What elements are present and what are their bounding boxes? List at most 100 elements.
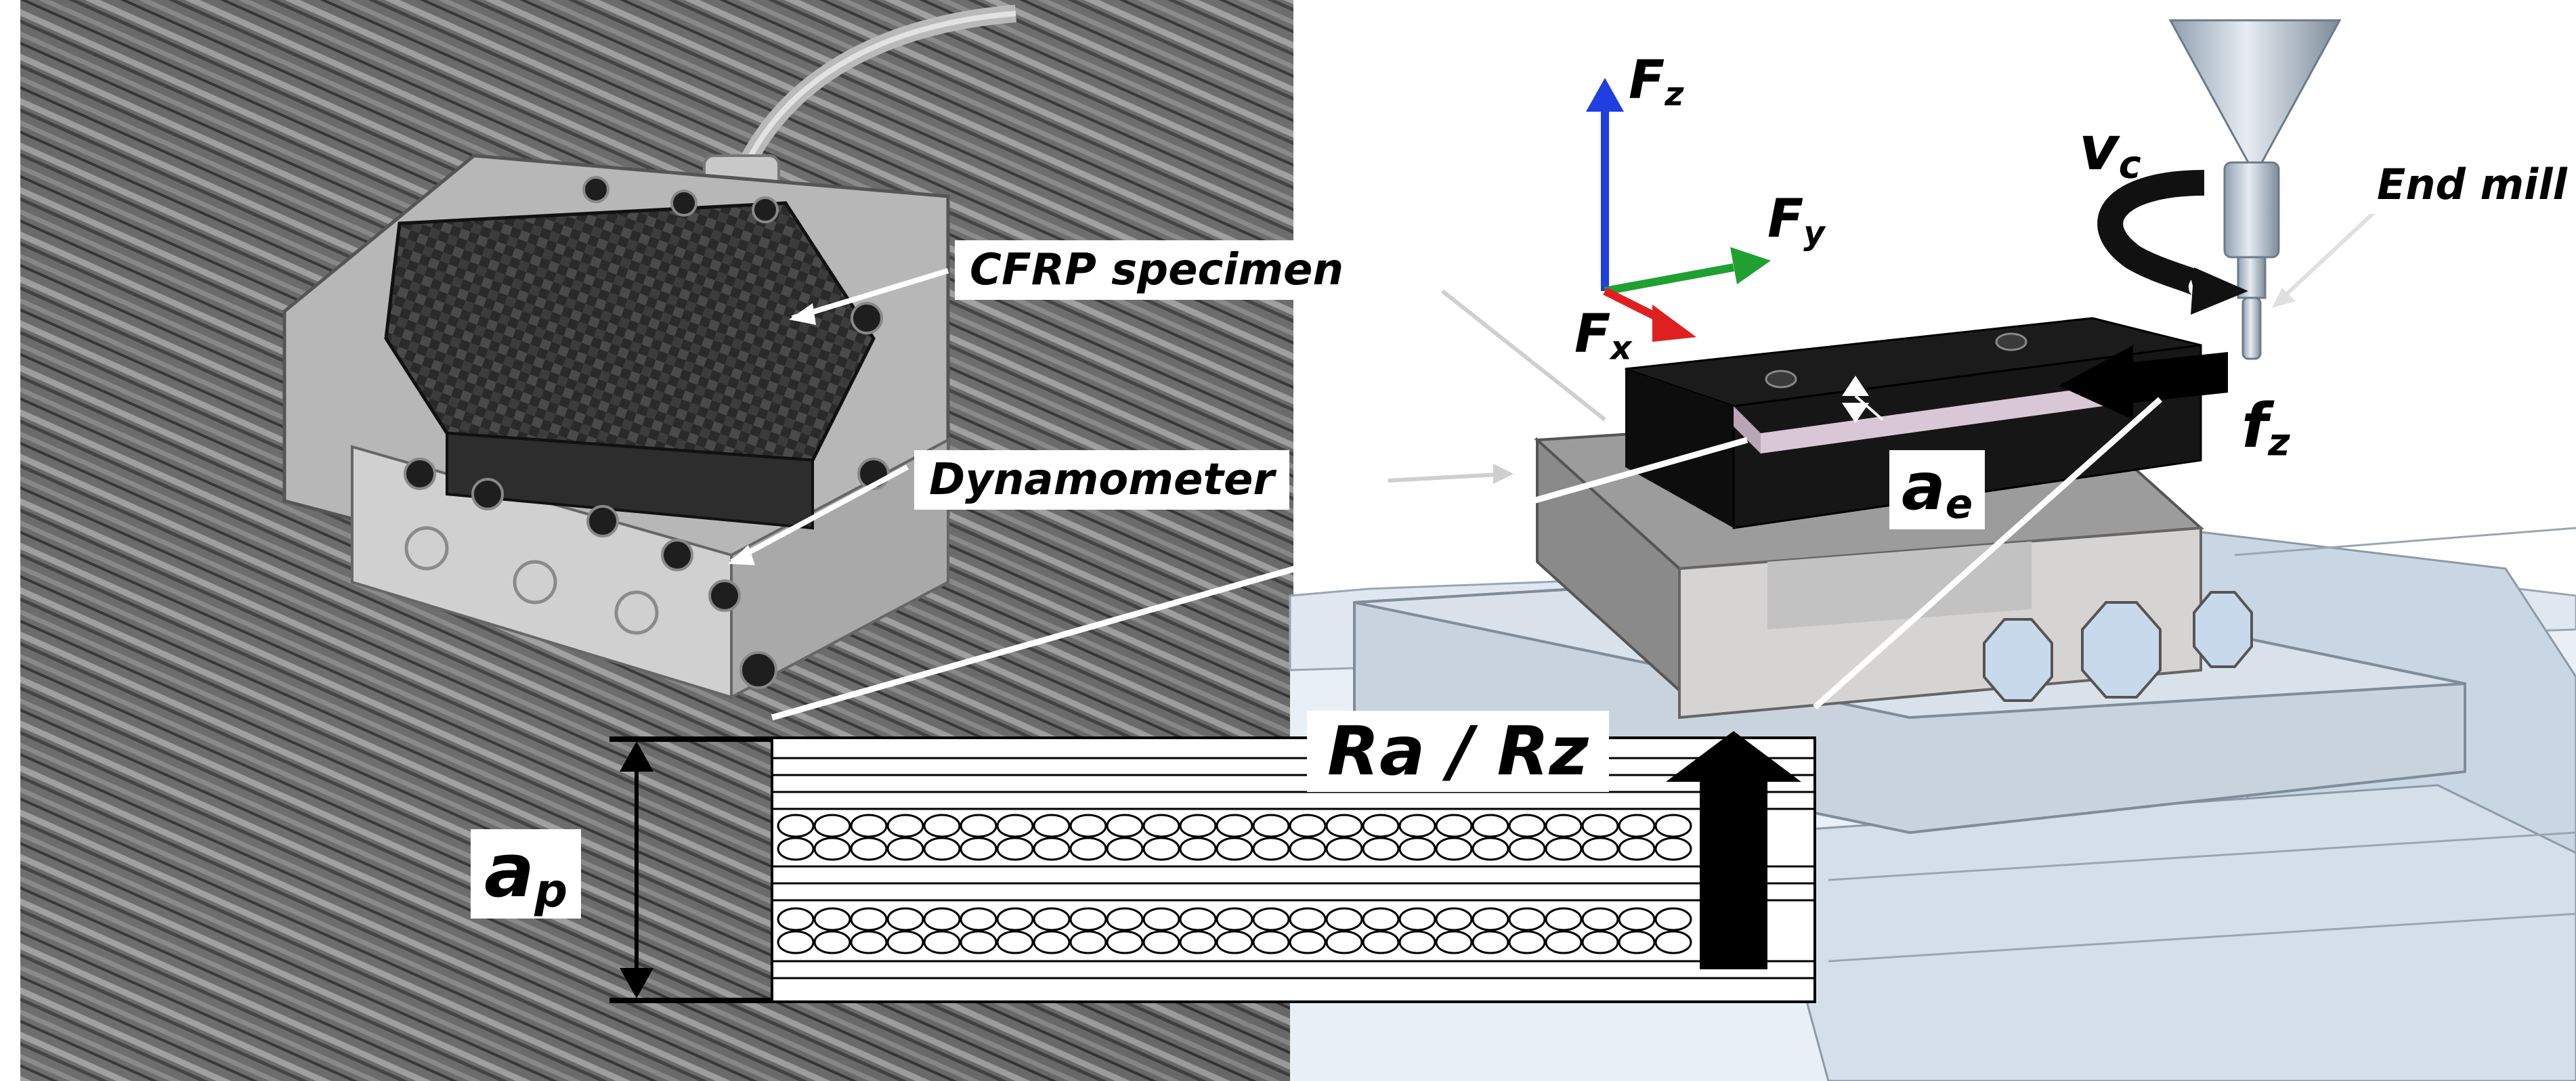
fibre-ellipse bbox=[1252, 837, 1290, 861]
fibre-ellipse bbox=[1618, 907, 1656, 931]
fibre-ellipse bbox=[1142, 907, 1180, 931]
feed-per-tooth-label: fz bbox=[2241, 391, 2290, 465]
fibre-ellipse bbox=[1472, 814, 1509, 838]
fibre-ellipse bbox=[1069, 837, 1107, 861]
fibre-ellipse bbox=[777, 907, 815, 931]
cfrp-specimen-label: CFRP specimen bbox=[955, 240, 1358, 300]
end-mill-label: End mill bbox=[2363, 156, 2576, 214]
photo-panel bbox=[20, 0, 1293, 1081]
fibre-ellipse bbox=[1362, 814, 1400, 838]
fibre-ellipse bbox=[1581, 814, 1619, 838]
fibre-ellipse bbox=[1581, 907, 1619, 931]
fibre-ellipse bbox=[1398, 907, 1436, 931]
fibre-ellipse bbox=[886, 930, 924, 954]
fibre-ellipse bbox=[1654, 907, 1692, 931]
fibre-ellipse bbox=[996, 814, 1034, 838]
fibre-ellipse bbox=[923, 907, 961, 931]
fibre-ellipse bbox=[1289, 837, 1327, 861]
fibre-ellipse bbox=[1362, 837, 1400, 861]
fibre-ellipse bbox=[813, 837, 851, 861]
fibre-ellipse bbox=[1179, 907, 1217, 931]
fibre-ellipse bbox=[1508, 907, 1546, 931]
fibre-ellipse bbox=[1472, 837, 1509, 861]
fibre-ellipse bbox=[1618, 837, 1656, 861]
cross-section-inset bbox=[771, 731, 1816, 1003]
fibre-ellipse bbox=[1142, 814, 1180, 838]
fibre-ellipse bbox=[1618, 814, 1656, 838]
fibre-ellipse bbox=[1106, 930, 1144, 954]
fibre-ellipse bbox=[777, 814, 815, 838]
fibre-ellipse bbox=[1508, 837, 1546, 861]
fibre-ellipse bbox=[1179, 814, 1217, 838]
fibre-ellipse bbox=[1069, 930, 1107, 954]
fibre-ellipse bbox=[1654, 930, 1692, 954]
schematic-panel bbox=[1289, 19, 2576, 1081]
fibre-ellipse bbox=[1216, 930, 1253, 954]
fibre-ellipse bbox=[886, 837, 924, 861]
fibre-ellipse bbox=[1654, 837, 1692, 861]
fibre-ellipse bbox=[1654, 814, 1692, 838]
fibre-ellipse bbox=[1289, 930, 1327, 954]
fz-force-label: Fz bbox=[1629, 50, 1684, 114]
fibre-ellipse bbox=[1252, 930, 1290, 954]
fibre-ellipse bbox=[1435, 837, 1473, 861]
fibre-ellipse bbox=[996, 930, 1034, 954]
fibre-ellipse bbox=[923, 930, 961, 954]
fibre-ellipse bbox=[960, 814, 997, 838]
fibre-ellipse bbox=[1069, 814, 1107, 838]
fibre-ellipse bbox=[850, 837, 888, 861]
fibre-ellipse bbox=[1362, 907, 1400, 931]
fibre-ellipse bbox=[1508, 814, 1546, 838]
fibre-ellipse bbox=[1252, 814, 1290, 838]
fx-force-label: Fx bbox=[1574, 304, 1632, 368]
fibre-ellipse bbox=[1289, 907, 1327, 931]
fibre-ellipse bbox=[1033, 837, 1071, 861]
fibre-ellipse bbox=[1435, 814, 1473, 838]
ae-label: ae bbox=[1889, 450, 1985, 529]
fibre-ellipse bbox=[1325, 907, 1363, 931]
fibre-ellipse bbox=[1545, 907, 1583, 931]
fibre-ellipse bbox=[1252, 907, 1290, 931]
fibre-ellipse bbox=[1545, 814, 1583, 838]
fibre-ellipse bbox=[1472, 907, 1509, 931]
fibre-ellipse bbox=[1033, 907, 1071, 931]
vc-label: vc bbox=[2079, 113, 2141, 187]
fibre-ellipse bbox=[1545, 930, 1583, 954]
fibre-ellipse bbox=[1033, 930, 1071, 954]
leader-lines bbox=[728, 208, 2379, 721]
fibre-ellipse bbox=[1508, 930, 1546, 954]
fibre-ellipse bbox=[1216, 907, 1253, 931]
fibre-ellipse bbox=[1618, 930, 1656, 954]
fibre-ellipse bbox=[1472, 930, 1509, 954]
fibre-ellipse bbox=[1179, 930, 1217, 954]
fibre-ellipse bbox=[1398, 814, 1436, 838]
fibre-ellipse bbox=[923, 814, 961, 838]
fibre-ellipse bbox=[850, 930, 888, 954]
fibre-ellipse bbox=[1289, 814, 1327, 838]
fibre-ellipse bbox=[1033, 814, 1071, 838]
fibre-ellipse bbox=[996, 837, 1034, 861]
force-axes bbox=[1586, 78, 1771, 342]
fibre-ellipse bbox=[1362, 930, 1400, 954]
fibre-ellipse bbox=[960, 930, 997, 954]
fy-force-label: Fy bbox=[1767, 189, 1825, 252]
fibre-ellipse bbox=[886, 907, 924, 931]
fibre-ellipse bbox=[1435, 930, 1473, 954]
fibre-ellipse bbox=[1106, 907, 1144, 931]
fibre-ellipse bbox=[1179, 837, 1217, 861]
fibre-ellipse bbox=[850, 907, 888, 931]
ra-rz-label: Ra / Rz bbox=[1307, 711, 1609, 792]
fibre-ellipse bbox=[1106, 837, 1144, 861]
fibre-ellipse bbox=[1398, 837, 1436, 861]
fibre-ellipse bbox=[813, 907, 851, 931]
fibre-ellipse bbox=[813, 814, 851, 838]
ap-dimension bbox=[609, 736, 772, 1003]
fibre-ellipse bbox=[1325, 814, 1363, 838]
fibre-ellipse bbox=[1581, 837, 1619, 861]
fibre-ellipse bbox=[886, 814, 924, 838]
fibre-ellipse bbox=[960, 837, 997, 861]
fibre-ellipse bbox=[1069, 907, 1107, 931]
fibre-ellipse bbox=[1142, 930, 1180, 954]
fibre-ellipse bbox=[1398, 930, 1436, 954]
